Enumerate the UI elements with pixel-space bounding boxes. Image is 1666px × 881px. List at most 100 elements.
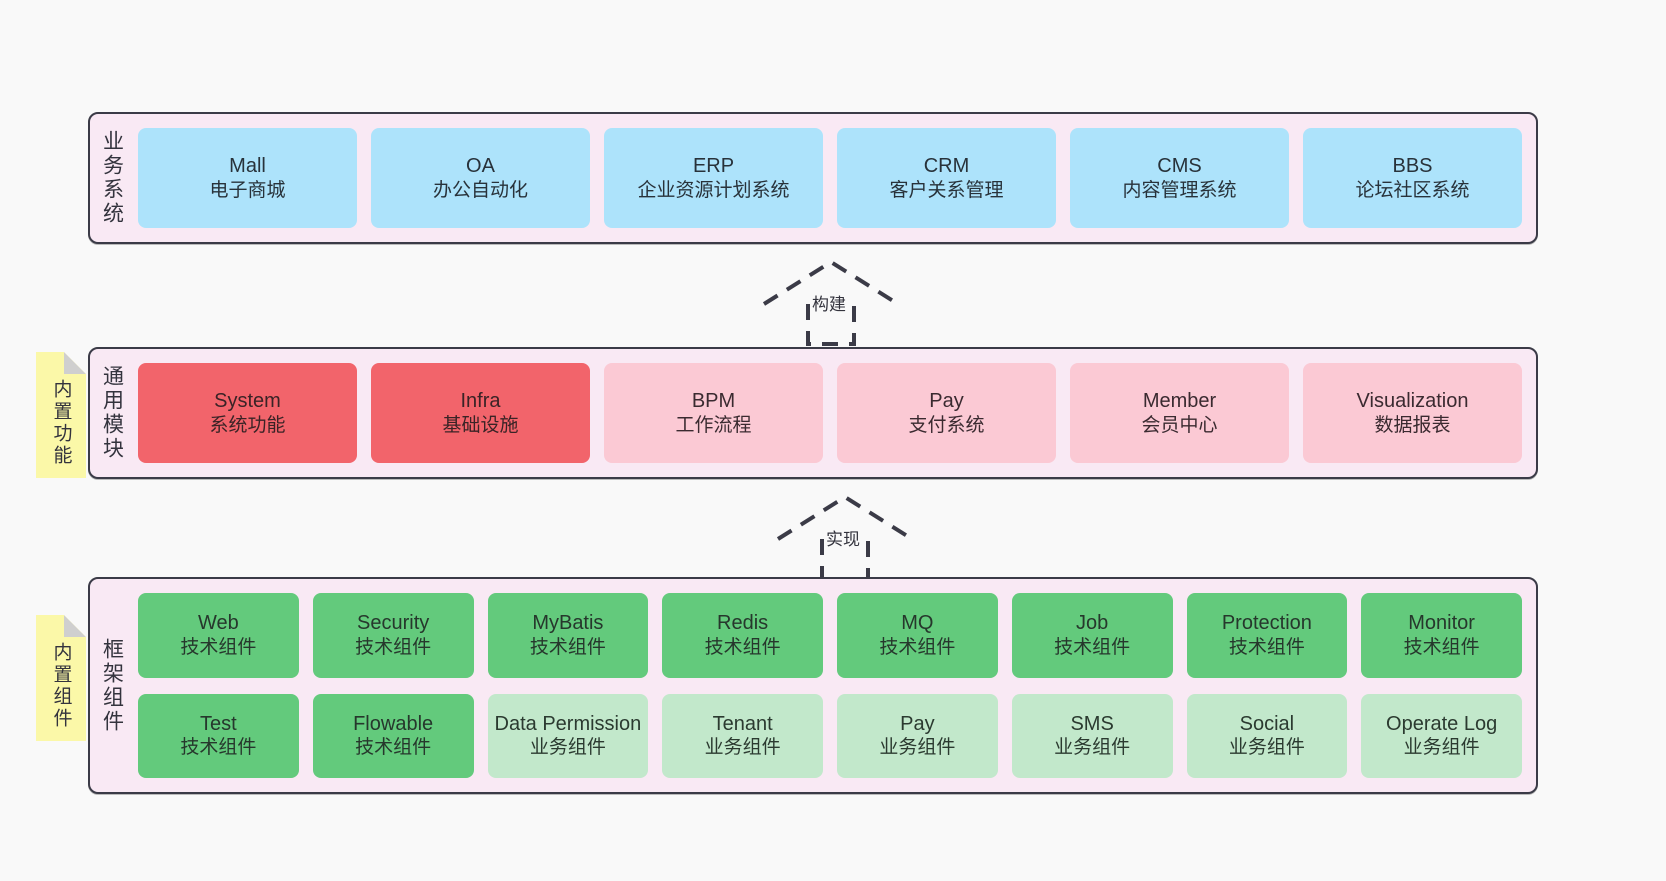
layer-body-common-module: System 系统功能 Infra 基础设施 BPM 工作流程 Pay 支付系统… xyxy=(134,349,1536,477)
node-subtitle: 业务组件 xyxy=(704,737,781,759)
node-subtitle: 企业资源计划系统 xyxy=(637,179,790,201)
note-fold-icon xyxy=(64,352,86,374)
node-title: MQ xyxy=(901,612,934,635)
node-web[interactable]: Web 技术组件 xyxy=(138,593,299,678)
note-builtin-function: 内置功能 xyxy=(36,352,86,478)
node-subtitle: 技术组件 xyxy=(180,737,257,759)
node-subtitle: 业务组件 xyxy=(879,737,956,759)
node-system[interactable]: System 系统功能 xyxy=(138,363,357,463)
node-title: CMS xyxy=(1157,154,1202,177)
node-title: ERP xyxy=(692,154,735,177)
node-test[interactable]: Test 技术组件 xyxy=(138,693,299,778)
node-title: Flowable xyxy=(353,712,434,735)
node-subtitle: 技术组件 xyxy=(355,636,432,658)
node-bbs[interactable]: BBS 论坛社区系统 xyxy=(1303,128,1522,228)
node-title: Pay xyxy=(929,389,964,412)
node-data-permission[interactable]: Data Permission 业务组件 xyxy=(487,693,649,778)
node-subtitle: 论坛社区系统 xyxy=(1355,179,1470,201)
node-erp[interactable]: ERP 企业资源计划系统 xyxy=(604,128,823,228)
node-subtitle: 数据报表 xyxy=(1374,414,1451,436)
node-title: Security xyxy=(357,612,430,635)
layer-label-framework-component: 框架组件 xyxy=(100,637,124,734)
node-pay-module[interactable]: Pay 支付系统 xyxy=(837,363,1056,463)
note-label: 内置功能 xyxy=(50,379,72,467)
layer-row: System 系统功能 Infra 基础设施 BPM 工作流程 Pay 支付系统… xyxy=(138,363,1522,463)
node-pay-component[interactable]: Pay 业务组件 xyxy=(837,693,998,778)
layer-body-business-system: Mall 电子商城 OA 办公自动化 ERP 企业资源计划系统 CRM 客户关系… xyxy=(134,114,1536,242)
node-sms[interactable]: SMS 业务组件 xyxy=(1011,693,1173,778)
node-title: Pay xyxy=(900,712,935,735)
node-social[interactable]: Social 业务组件 xyxy=(1186,693,1348,778)
node-subtitle: 技术组件 xyxy=(1054,636,1131,658)
node-subtitle: 客户关系管理 xyxy=(889,179,1004,201)
node-subtitle: 技术组件 xyxy=(704,636,781,658)
node-subtitle: 业务组件 xyxy=(1228,737,1305,759)
layer-business-system: 业务系统 Mall 电子商城 OA 办公自动化 ERP 企业资源计划系统 CRM… xyxy=(88,112,1538,244)
node-mybatis[interactable]: MyBatis 技术组件 xyxy=(487,593,649,678)
connector-implement: 实现 xyxy=(770,493,920,581)
node-subtitle: 会员中心 xyxy=(1141,414,1218,436)
node-crm[interactable]: CRM 客户关系管理 xyxy=(837,128,1056,228)
layer-body-framework-component: Web 技术组件 Security 技术组件 MyBatis 技术组件 Redi… xyxy=(134,579,1536,792)
node-subtitle: 内容管理系统 xyxy=(1122,179,1237,201)
node-infra[interactable]: Infra 基础设施 xyxy=(371,363,590,463)
node-subtitle: 电子商城 xyxy=(209,179,286,201)
node-security[interactable]: Security 技术组件 xyxy=(312,593,474,678)
node-title: Data Permission xyxy=(494,712,642,735)
node-title: Job xyxy=(1076,612,1109,635)
node-title: Mall xyxy=(229,154,266,177)
node-title: Operate Log xyxy=(1386,712,1498,735)
node-visualization[interactable]: Visualization 数据报表 xyxy=(1303,363,1522,463)
node-cms[interactable]: CMS 内容管理系统 xyxy=(1070,128,1289,228)
node-title: MyBatis xyxy=(532,612,604,635)
node-subtitle: 业务组件 xyxy=(529,737,606,759)
note-fold-icon xyxy=(64,615,86,637)
node-oa[interactable]: OA 办公自动化 xyxy=(371,128,590,228)
node-title: Infra xyxy=(460,389,501,412)
note-builtin-component: 内置组件 xyxy=(36,615,86,741)
node-subtitle: 业务组件 xyxy=(1054,737,1131,759)
node-title: BBS xyxy=(1392,154,1433,177)
node-operate-log[interactable]: Operate Log 业务组件 xyxy=(1361,693,1522,778)
node-title: System xyxy=(214,389,281,412)
node-title: Visualization xyxy=(1356,389,1469,412)
node-mq[interactable]: MQ 技术组件 xyxy=(837,593,998,678)
node-job[interactable]: Job 技术组件 xyxy=(1011,593,1173,678)
connector-label-implement: 实现 xyxy=(826,530,860,549)
node-bpm[interactable]: BPM 工作流程 xyxy=(604,363,823,463)
node-title: Test xyxy=(200,712,237,735)
layer-framework-component: 框架组件 Web 技术组件 Security 技术组件 MyBatis 技术组件… xyxy=(88,577,1538,794)
node-title: Protection xyxy=(1221,612,1312,635)
node-redis[interactable]: Redis 技术组件 xyxy=(662,593,823,678)
connector-stem xyxy=(806,304,856,346)
node-title: BPM xyxy=(691,389,736,412)
node-subtitle: 技术组件 xyxy=(355,737,432,759)
node-subtitle: 系统功能 xyxy=(209,414,286,436)
node-title: Redis xyxy=(717,612,769,635)
node-title: SMS xyxy=(1070,712,1114,735)
node-member[interactable]: Member 会员中心 xyxy=(1070,363,1289,463)
node-subtitle: 基础设施 xyxy=(442,414,519,436)
node-mall[interactable]: Mall 电子商城 xyxy=(138,128,357,228)
layer-label-business-system: 业务系统 xyxy=(100,130,124,226)
node-subtitle: 技术组件 xyxy=(1403,636,1480,658)
connector-label-build: 构建 xyxy=(812,295,846,314)
layer-row: Web 技术组件 Security 技术组件 MyBatis 技术组件 Redi… xyxy=(138,593,1522,678)
node-protection[interactable]: Protection 技术组件 xyxy=(1186,593,1348,678)
layer-common-module: 通用模块 System 系统功能 Infra 基础设施 BPM 工作流程 Pay… xyxy=(88,347,1538,479)
node-subtitle: 技术组件 xyxy=(180,636,257,658)
layer-row: Test 技术组件 Flowable 技术组件 Data Permission … xyxy=(138,693,1522,778)
node-flowable[interactable]: Flowable 技术组件 xyxy=(312,693,474,778)
layer-row: Mall 电子商城 OA 办公自动化 ERP 企业资源计划系统 CRM 客户关系… xyxy=(138,128,1522,228)
node-title: OA xyxy=(466,154,495,177)
node-title: CRM xyxy=(923,154,970,177)
node-monitor[interactable]: Monitor 技术组件 xyxy=(1361,593,1522,678)
node-tenant[interactable]: Tenant 业务组件 xyxy=(662,693,823,778)
node-subtitle: 技术组件 xyxy=(879,636,956,658)
node-title: Member xyxy=(1142,389,1217,412)
node-title: Tenant xyxy=(712,712,773,735)
node-subtitle: 办公自动化 xyxy=(432,179,528,201)
node-title: Web xyxy=(197,612,239,635)
node-subtitle: 技术组件 xyxy=(529,636,606,658)
